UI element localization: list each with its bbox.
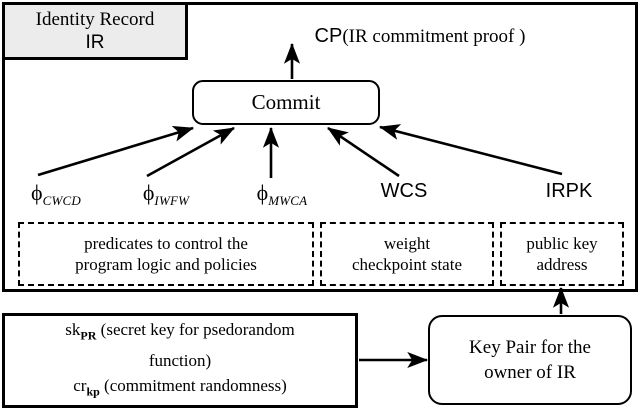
arrow-phi-iwfw-to-commit [146,126,235,178]
identity-record-abbr: IR [85,31,105,53]
arrow-irpk-to-commit [378,124,563,176]
secret-key-line-3: crkp (commitment randomness) [73,373,287,404]
commit-node: Commit [192,80,380,125]
commit-node-label: Commit [251,90,321,114]
arrow-phi-cwcd-to-commit [37,126,194,177]
key-pair-box: Key Pair for the owner of IR [428,315,632,405]
phi-symbol-cwcd: ϕ [31,180,43,205]
weight-state-description-box: weight checkpoint state [320,222,494,286]
cr-subscript: kp [86,384,100,399]
input-label-phi-iwfw: ϕIWFW [120,180,212,209]
phi-subscript-mwca: MWCA [268,193,308,209]
cp-abbr: CP [314,24,343,47]
phi-subscript-iwfw: IWFW [154,193,190,209]
cr-symbol: cr [73,376,87,395]
sk-symbol: sk [65,319,81,339]
commitment-proof-label: CP(IR commitment proof ) [240,4,580,69]
phi-symbol-mwca: ϕ [256,180,269,205]
secret-key-line-2: function) [148,351,212,370]
secret-key-line-1: skPR (secret key for psedorandom [65,317,294,348]
arrow-wcs-to-commit [327,126,400,178]
secret-key-box: skPR (secret key for psedorandom functio… [2,313,358,408]
input-label-irpk: IRPK [545,180,593,202]
predicates-description-box: predicates to control the program logic … [18,222,314,286]
cr-description: (commitment randomness) [99,376,287,395]
phi-symbol-iwfw: ϕ [142,180,155,205]
public-key-description-box: public key address [500,222,624,286]
cp-description: (IR commitment proof ) [342,25,526,47]
input-label-wcs: WCS [380,180,428,202]
phi-subscript-cwcd: CWCD [42,193,81,209]
identity-record-box: Identity Record IR [2,2,188,60]
sk-subscript: PR [80,328,97,342]
input-label-phi-mwca: ϕMWCA [232,180,332,209]
sk-description: (secret key for psedorandom [96,319,295,339]
identity-record-title: Identity Record [35,8,155,30]
input-label-phi-cwcd: ϕCWCD [10,180,102,209]
